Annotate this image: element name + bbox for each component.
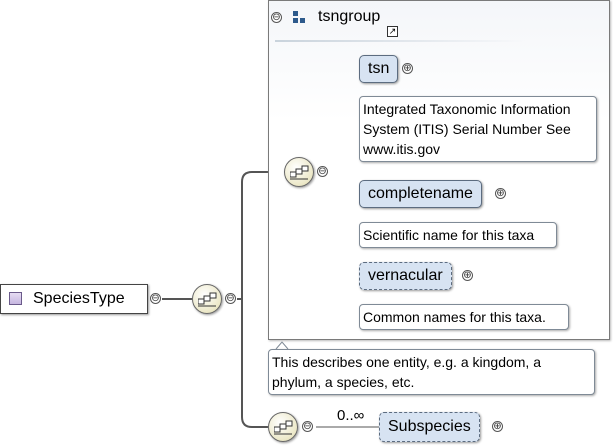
- species-type-doc-text: This describes one entity, e.g. a kingdo…: [272, 354, 541, 390]
- sequence-compositor-root[interactable]: [192, 284, 222, 314]
- species-type-collapse-icon[interactable]: ⊖: [150, 293, 161, 304]
- group-icon: [293, 11, 305, 23]
- vernacular-element[interactable]: vernacular: [359, 262, 452, 290]
- sequence-icon: [274, 420, 293, 435]
- group-reference-link-icon[interactable]: ↗: [387, 26, 398, 37]
- species-type-label: SpeciesType: [33, 290, 125, 307]
- tsngroup-collapse-icon[interactable]: ⊖: [271, 12, 282, 23]
- tsn-documentation: Integrated Taxonomic Information System …: [359, 96, 597, 162]
- tsngroup-title[interactable]: tsngroup: [318, 8, 381, 25]
- tsn-expand-icon[interactable]: ⊕: [402, 63, 413, 74]
- completename-documentation: Scientific name for this taxa: [359, 222, 557, 248]
- sequence-compositor-subspecies[interactable]: [268, 412, 298, 442]
- tsn-doc-text: Integrated Taxonomic Information System …: [363, 101, 571, 157]
- sequence-icon: [290, 165, 309, 180]
- tsn-element[interactable]: tsn: [359, 55, 399, 83]
- vernacular-expand-icon[interactable]: ⊕: [462, 270, 473, 281]
- vernacular-documentation: Common names for this taxa.: [359, 304, 569, 330]
- subspecies-element[interactable]: Subspecies: [379, 412, 480, 442]
- group-title-divider: [275, 40, 525, 42]
- sequence-icon: [198, 292, 217, 307]
- species-type-element[interactable]: SpeciesType: [0, 284, 148, 314]
- completename-element[interactable]: completename: [359, 180, 482, 208]
- subspecies-expand-icon[interactable]: ⊕: [492, 421, 503, 432]
- vernacular-doc-text: Common names for this taxa.: [363, 309, 546, 325]
- completename-label: completename: [368, 185, 473, 202]
- sequence-root-collapse-icon[interactable]: ⊖: [225, 293, 236, 304]
- complex-type-icon: [9, 292, 22, 305]
- subspecies-label: Subspecies: [388, 418, 471, 435]
- tsn-label: tsn: [368, 60, 390, 77]
- completename-doc-text: Scientific name for this taxa: [363, 227, 535, 243]
- vernacular-label: vernacular: [368, 267, 443, 284]
- subspecies-sequence-collapse-icon[interactable]: ⊖: [302, 421, 313, 432]
- completename-expand-icon[interactable]: ⊕: [495, 188, 506, 199]
- subspecies-cardinality: 0..∞: [337, 407, 365, 424]
- sequence-group-collapse-icon[interactable]: ⊖: [317, 166, 328, 177]
- sequence-compositor-group[interactable]: [284, 157, 314, 187]
- species-type-documentation: This describes one entity, e.g. a kingdo…: [268, 349, 595, 395]
